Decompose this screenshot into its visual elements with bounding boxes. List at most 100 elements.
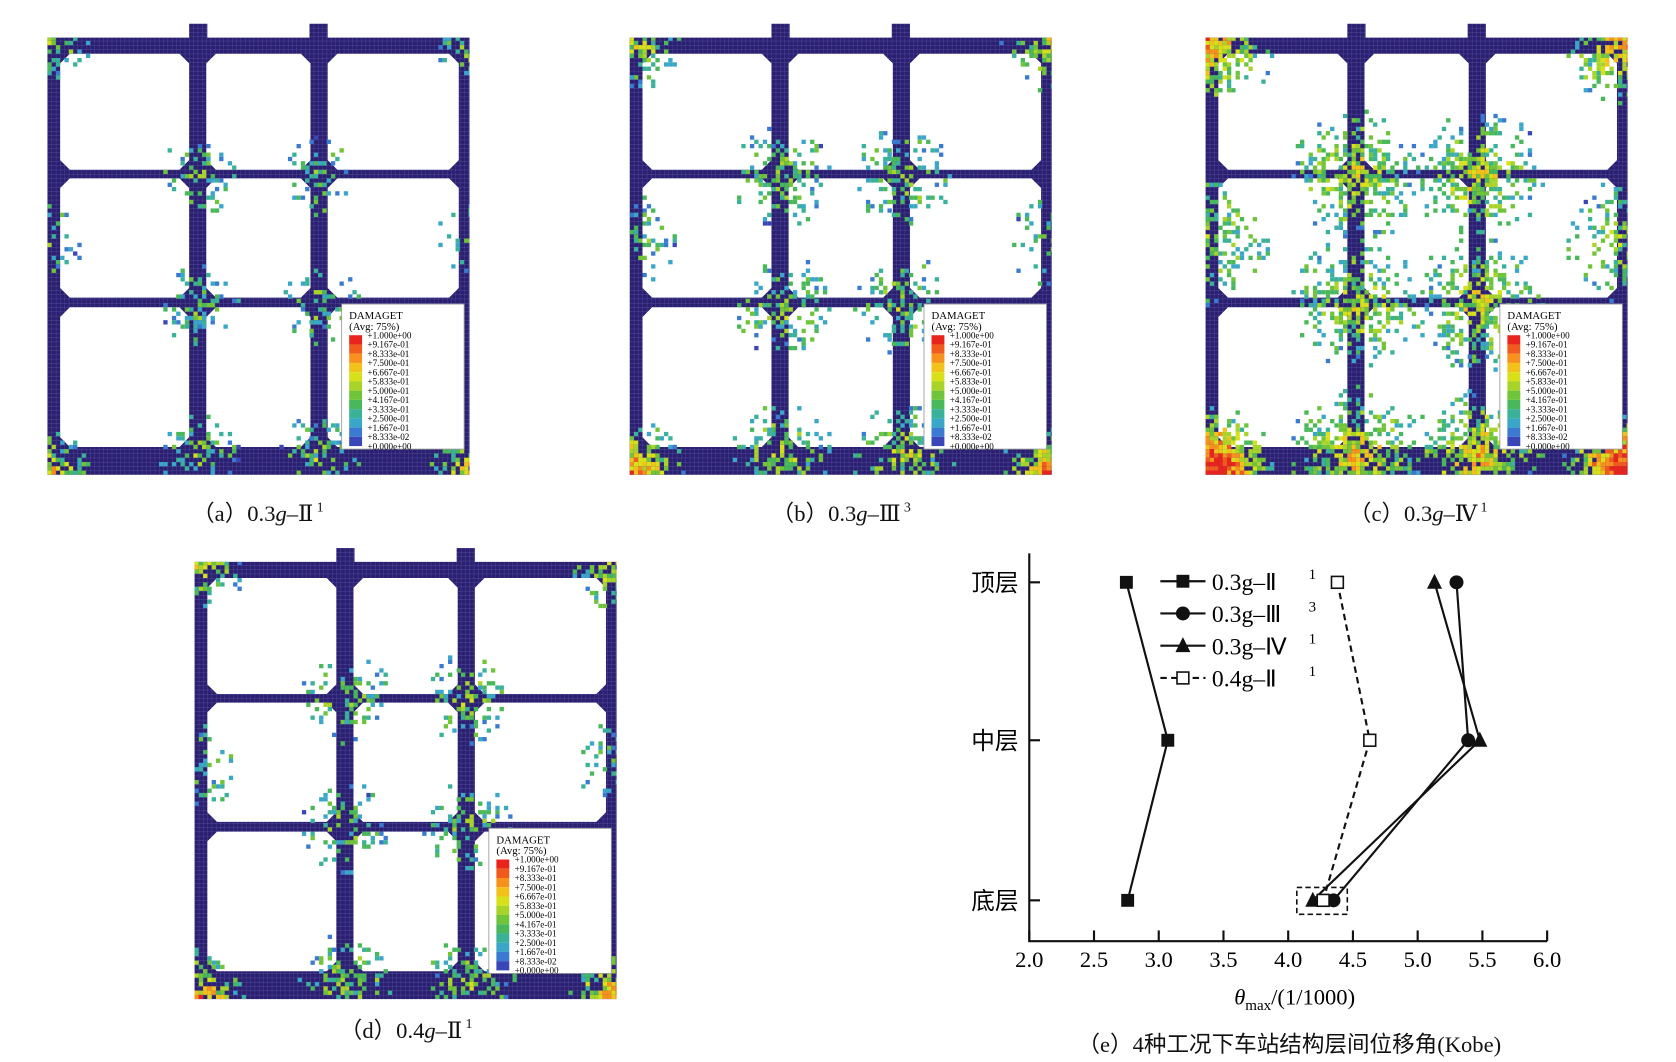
damage-cell	[1618, 75, 1623, 80]
damage-cell	[473, 732, 479, 738]
damage-cell	[1351, 152, 1356, 157]
damage-cell	[1205, 234, 1210, 239]
damage-cell	[435, 689, 440, 695]
damage-cell	[1325, 156, 1331, 162]
damage-cell	[1575, 225, 1580, 230]
damage-cell	[1566, 238, 1571, 243]
damage-cell	[1596, 466, 1601, 471]
damage-cell	[1403, 337, 1408, 342]
damage-cell	[1355, 423, 1361, 428]
damage-cell	[913, 406, 918, 411]
damage-cell	[651, 62, 656, 67]
damage-cell	[878, 281, 884, 286]
damage-cell	[784, 341, 789, 346]
damage-cell	[672, 238, 677, 243]
damage-cell	[323, 681, 328, 686]
damage-cell	[451, 212, 456, 218]
damage-cell	[1471, 182, 1477, 187]
damage-cell	[313, 423, 319, 428]
damage-cell	[322, 449, 327, 454]
damage-cell	[1218, 440, 1223, 445]
damage-cell	[1424, 449, 1429, 454]
damage-cell	[189, 315, 194, 321]
damage-cell	[1265, 70, 1270, 76]
damage-cell	[292, 328, 297, 334]
legend-value: +1.667e-01	[950, 423, 992, 433]
damage-cell	[51, 444, 56, 450]
damage-cell	[1317, 431, 1322, 437]
damage-cell	[1364, 307, 1369, 312]
damage-cell	[1493, 324, 1498, 329]
damage-cell	[1540, 182, 1545, 187]
damage-cell	[767, 156, 772, 162]
damage-cell	[655, 461, 660, 467]
damage-cell	[362, 719, 367, 725]
damage-cell	[1441, 345, 1447, 351]
damage-cell	[194, 590, 199, 596]
damage-cell	[1338, 444, 1343, 450]
damage-cell	[318, 440, 323, 445]
damage-cell	[883, 131, 888, 136]
damage-cell	[805, 320, 811, 325]
damage-cell	[305, 461, 310, 467]
damage-cell	[335, 191, 340, 196]
damage-cell	[797, 337, 802, 342]
damage-cell	[1003, 470, 1008, 475]
damage-cell	[1476, 182, 1481, 187]
damage-cell	[1377, 174, 1382, 179]
damage-cell	[1493, 260, 1498, 265]
damage-cell	[1050, 247, 1052, 252]
damage-cell	[1205, 217, 1210, 222]
damage-cell	[1385, 290, 1391, 295]
damage-cell	[1390, 178, 1395, 183]
damage-cell	[1214, 470, 1219, 475]
damage-cell	[883, 156, 888, 162]
damage-cell	[1355, 225, 1361, 230]
damage-cell	[207, 737, 212, 742]
damage-cell	[926, 204, 931, 209]
damage-cell	[1226, 238, 1232, 243]
damage-cell	[51, 225, 56, 230]
damage-cell	[801, 341, 806, 346]
damage-cell	[1459, 419, 1464, 424]
damage-cell	[198, 737, 204, 742]
damage-cell	[326, 311, 331, 316]
damage-cell	[1459, 457, 1464, 462]
x-axis-label: θmax/(1/1000)	[1234, 985, 1355, 1014]
damage-cell	[189, 165, 194, 170]
damage-cell	[1420, 182, 1425, 187]
damage-cell	[452, 848, 457, 854]
damage-cell	[1471, 208, 1477, 213]
damage-cell	[313, 212, 319, 218]
damage-cell	[908, 272, 914, 278]
damage-cell	[1046, 58, 1051, 63]
damage-cell	[1209, 58, 1215, 63]
damage-cell	[309, 457, 314, 462]
x-tick-label: 4.0	[1274, 947, 1302, 972]
damage-cell	[1471, 470, 1477, 475]
damage-cell	[1471, 264, 1477, 269]
damage-cell	[1562, 461, 1567, 467]
damage-cell	[1467, 161, 1472, 166]
damage-cell	[1605, 70, 1610, 76]
damage-cell	[1587, 88, 1593, 93]
damage-cell	[455, 49, 460, 54]
damage-cell	[224, 569, 229, 574]
damage-cell	[1433, 139, 1438, 144]
damage-cell	[1471, 440, 1477, 445]
damage-cell	[491, 977, 496, 983]
damage-cell	[874, 315, 879, 321]
damage-cell	[878, 268, 884, 273]
damage-cell	[1265, 251, 1270, 256]
damage-cell	[1510, 461, 1515, 467]
damage-cell	[1476, 337, 1481, 342]
damage-cell	[68, 470, 74, 475]
damage-cell	[762, 217, 768, 222]
damage-cell	[780, 440, 785, 445]
damage-cell	[1222, 66, 1227, 71]
damage-cell	[1321, 186, 1326, 192]
damage-cell	[68, 49, 74, 54]
damage-cell	[1497, 466, 1503, 471]
damage-cell	[1476, 298, 1481, 303]
damage-cell	[1351, 302, 1356, 308]
